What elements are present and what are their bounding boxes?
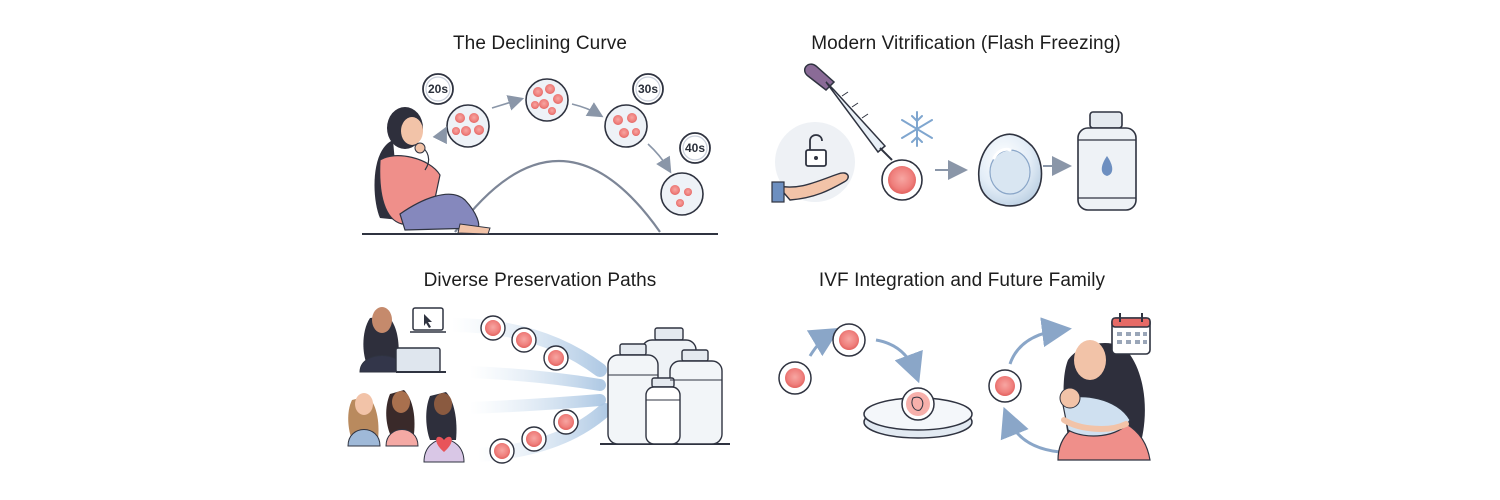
heart-icon <box>436 436 452 452</box>
cryo-tank-icon <box>1077 111 1137 211</box>
flow-stream <box>464 366 606 391</box>
panel-title-ivf-integration: IVF Integration and Future Family <box>818 270 1106 291</box>
petri-dish-embryo-icon <box>863 387 973 439</box>
seated-woman-figure <box>374 107 491 235</box>
unlocked-padlock-icon <box>805 134 827 167</box>
timer-label-30s: 30s <box>638 82 658 96</box>
cycle-arrow <box>1000 406 1061 454</box>
cell-dish-fewer <box>604 104 648 148</box>
arrow <box>875 338 923 384</box>
egg-cell <box>489 438 515 464</box>
panel-title-vitrification: Modern Vitrification (Flash Freezing) <box>811 33 1121 54</box>
egg-cell <box>881 159 923 201</box>
pipette-icon <box>804 63 893 161</box>
arrow <box>491 95 525 111</box>
professional-woman-figure <box>359 307 446 373</box>
laptop-cursor-icon <box>410 307 446 333</box>
egg-cell <box>988 369 1022 403</box>
panel-title-declining-curve: The Declining Curve <box>452 33 628 54</box>
arrow <box>432 126 447 145</box>
egg-cell <box>543 345 569 371</box>
declining-arc <box>454 159 661 233</box>
arrow <box>571 102 604 118</box>
vitrified-egg <box>978 133 1043 207</box>
arrow <box>806 327 841 357</box>
cycle-arrow <box>1008 317 1072 365</box>
timer-40s: 40s <box>679 132 711 164</box>
cell-dish-most <box>525 78 569 122</box>
egg-cell <box>553 409 579 435</box>
panel-preservation-paths <box>347 307 730 464</box>
open-hand-icon <box>771 172 849 203</box>
egg-cell <box>521 426 547 452</box>
panel-title-preservation-paths: Diverse Preservation Paths <box>423 270 657 291</box>
timer-label-40s: 40s <box>685 141 705 155</box>
timer-30s: 30s <box>632 73 664 105</box>
calendar-icon <box>1111 313 1151 355</box>
panel-declining-curve: 20s 30s 40s <box>362 73 718 235</box>
panel-ivf-integration <box>778 313 1151 461</box>
egg-cell <box>778 361 812 395</box>
group-of-women-figure <box>347 390 465 463</box>
storage-tanks-icon <box>600 327 730 445</box>
egg-cell <box>511 327 537 353</box>
cell-dish-few <box>660 172 704 216</box>
cell-dish-many <box>446 104 490 148</box>
egg-cell <box>480 315 506 341</box>
egg-cell <box>832 323 866 357</box>
mother-with-baby-figure <box>1057 340 1151 461</box>
flow-stream <box>464 394 606 414</box>
panel-vitrification <box>771 63 1137 211</box>
arrow <box>647 143 672 174</box>
timer-20s: 20s <box>422 73 454 105</box>
timer-label-20s: 20s <box>428 82 448 96</box>
snowflake-icon <box>901 111 933 147</box>
